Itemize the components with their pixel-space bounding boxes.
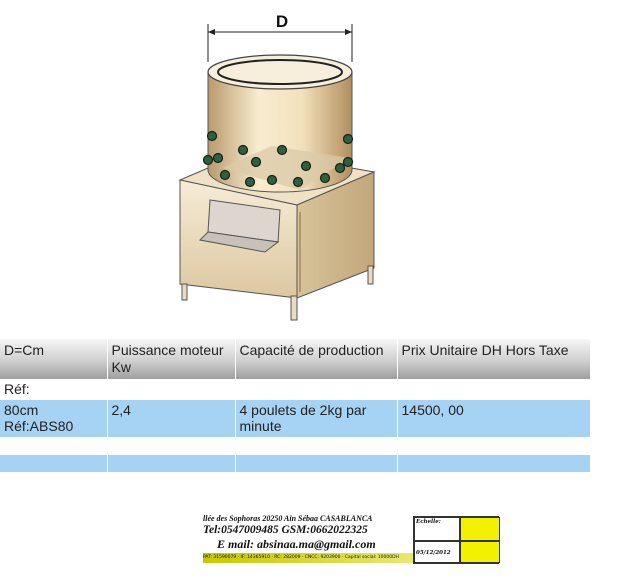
table-row [0,455,591,472]
scale-value-box [460,517,500,541]
company-email: E mail: absinaa.ma@gmail.com [217,537,376,551]
spec-table: D=Cm Puissance moteur Kw Capacité de pro… [0,339,591,472]
scale-label: Echelle: [414,517,460,541]
dimension-label: D [276,12,288,31]
signature-box [460,541,500,563]
company-phone: Tel:0547009485 GSM:0662022325 [203,524,368,536]
header-price: Prix Unitaire DH Hors Taxe [397,339,591,379]
cell-empty [235,455,398,472]
ref-label: Réf: [0,379,591,400]
dimension-line [207,24,353,62]
table-row: 80cm Réf:ABS80 2,4 4 poulets de 2kg par … [0,400,591,437]
company-address: llée des Sophoras 20250 Aïn Sébaa CASABL… [203,514,373,523]
table-header-row: D=Cm Puissance moteur Kw Capacité de pro… [0,339,591,379]
header-power: Puissance moteur Kw [107,339,236,379]
plucking-drum [207,54,353,193]
rubber-fingers [202,130,354,188]
ref-row: Réf: [0,379,591,400]
cell-price: 14500, 00 [397,400,591,437]
cell-empty [397,455,591,472]
cell-power: 2,4 [107,400,236,437]
company-legal-info: PAT: 31590079 · IF: 14365910 · RC: 28200… [203,553,413,563]
company-stamp: llée des Sophoras 20250 Aïn Sébaa CASABL… [203,514,500,564]
header-capacity: Capacité de production [235,339,398,379]
cell-diameter: 80cm Réf:ABS80 [0,400,108,437]
title-block: Echelle: 05/12/2012 [413,516,500,564]
header-diameter: D=Cm [0,339,108,379]
cell-empty [0,455,108,472]
cell-capacity: 4 poulets de 2kg par minute [235,400,398,437]
spacer-row [0,437,591,455]
poultry-plucker-drawing: D [178,12,376,321]
cell-empty [107,455,236,472]
stamp-date: 05/12/2012 [414,541,460,563]
